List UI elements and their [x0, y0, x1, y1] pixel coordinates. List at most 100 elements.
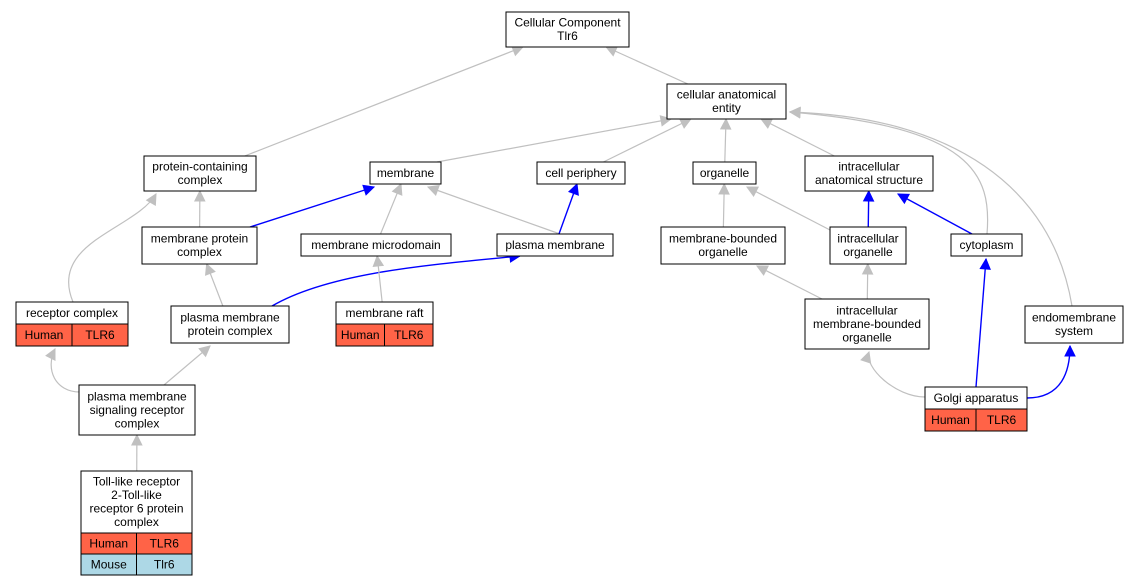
- node-label-line: plasma membrane: [180, 311, 280, 325]
- edge-line: [1026, 345, 1071, 399]
- species-label: Human: [931, 413, 970, 427]
- edge-golgi-apparatus-to-cytoplasm: [975, 257, 991, 388]
- arrowhead: [756, 265, 769, 276]
- node-box: [804, 155, 934, 192]
- node-label-line: 2-Toll-like: [111, 488, 162, 502]
- edge-line: [867, 351, 926, 398]
- node-label-line: membrane microdomain: [311, 238, 440, 252]
- node-label-line: protein-containing: [152, 160, 247, 174]
- node-label-line: membrane-bounded: [669, 232, 777, 246]
- node-box: [170, 305, 290, 344]
- edge-line: [271, 255, 521, 307]
- node-label-line: complex: [177, 245, 222, 259]
- edge-endomembrane-system-to-cellular-anatomical-entity: [788, 106, 1073, 307]
- node-cytoplasm[interactable]: cytoplasm: [950, 233, 1023, 257]
- node-box: [536, 161, 626, 185]
- node-label-line: intracellular: [836, 303, 897, 317]
- node-box: [78, 384, 196, 436]
- arrowhead: [897, 193, 910, 205]
- arrowhead: [391, 182, 403, 196]
- arrowhead: [362, 184, 376, 196]
- node-cell-periphery[interactable]: cell periphery: [536, 161, 626, 185]
- edge-membrane-to-cellular-anatomical-entity: [436, 115, 673, 163]
- species-label: Human: [25, 328, 64, 342]
- node-box: [660, 226, 786, 265]
- edge-organelle-to-cellular-anatomical-entity: [719, 117, 732, 163]
- arrowhead: [205, 262, 216, 276]
- node-label-line: cell periphery: [545, 166, 616, 180]
- node-label-line: cytoplasm: [959, 238, 1013, 252]
- node-box: [829, 226, 907, 265]
- gene-label: Tlr6: [154, 558, 175, 572]
- edge-line: [897, 193, 973, 235]
- edge-plasma-membrane-signaling-receptor-complex-to-receptor-complex: [45, 348, 81, 393]
- node-label-line: membrane protein: [151, 232, 248, 246]
- edge-intracellular-anatomical-structure-to-cellular-anatomical-entity: [760, 118, 835, 157]
- edge-membrane-bounded-organelle-to-organelle: [718, 182, 730, 228]
- species-label: Mouse: [91, 558, 127, 572]
- arrowhead: [193, 189, 206, 202]
- edge-line: [605, 46, 689, 85]
- node-label-line: Golgi apparatus: [934, 391, 1019, 405]
- arrowhead: [198, 345, 211, 358]
- node-organelle[interactable]: organelle: [692, 161, 757, 185]
- edge-cell-periphery-to-cellular-anatomical-entity: [603, 118, 692, 163]
- arrowhead: [862, 189, 875, 202]
- edge-line: [975, 258, 987, 388]
- node-label-line: organelle: [843, 245, 893, 259]
- edge-plasma-membrane-signaling-receptor-complex-to-plasma-membrane-protein-complex: [163, 345, 211, 386]
- edge-line: [746, 186, 831, 231]
- node-label-line: membrane-bounded: [813, 317, 921, 331]
- node-label-line: system: [1055, 324, 1093, 338]
- arrowhead: [372, 254, 385, 268]
- node-box: [141, 226, 258, 265]
- node-membrane[interactable]: membrane: [369, 161, 442, 185]
- edge-membrane-protein-complex-to-protein-containing-complex: [193, 189, 206, 228]
- node-box: [666, 83, 787, 120]
- edge-plasma-membrane-protein-complex-to-plasma-membrane: [271, 251, 522, 307]
- node-box: [80, 470, 193, 534]
- edge-intracellular-organelle-to-intracellular-anatomical-structure: [862, 189, 875, 228]
- arrowhead: [1064, 344, 1076, 357]
- edge-line: [760, 118, 835, 157]
- arrowhead: [746, 186, 759, 197]
- arrowhead: [678, 118, 692, 129]
- gene-cell: [975, 408, 1028, 432]
- gene-label: TLR6: [394, 328, 424, 342]
- node-label-line: Cellular Component: [514, 16, 621, 30]
- node-membrane-microdomain[interactable]: membrane microdomain: [300, 233, 452, 257]
- node-label-line: signaling receptor: [90, 403, 185, 417]
- node-plasma-membrane[interactable]: plasma membrane: [496, 233, 614, 257]
- node-label-line: entity: [712, 101, 741, 115]
- edge-receptor-complex-to-protein-containing-complex: [68, 193, 157, 303]
- edge-line: [244, 46, 524, 157]
- arrowhead: [860, 350, 872, 364]
- gene-cell: [136, 553, 193, 576]
- gene-label: TLR6: [150, 537, 180, 551]
- edge-membrane-protein-complex-to-membrane: [249, 184, 376, 228]
- edge-tlr2-tlr6-complex-to-plasma-membrane-signaling-receptor-complex: [131, 433, 143, 472]
- node-label-line: complex: [178, 173, 223, 187]
- node-box: [369, 161, 442, 185]
- edge-cytoplasm-to-intracellular-anatomical-structure: [897, 193, 973, 235]
- edge-line: [68, 193, 157, 303]
- arrowhead: [145, 193, 157, 206]
